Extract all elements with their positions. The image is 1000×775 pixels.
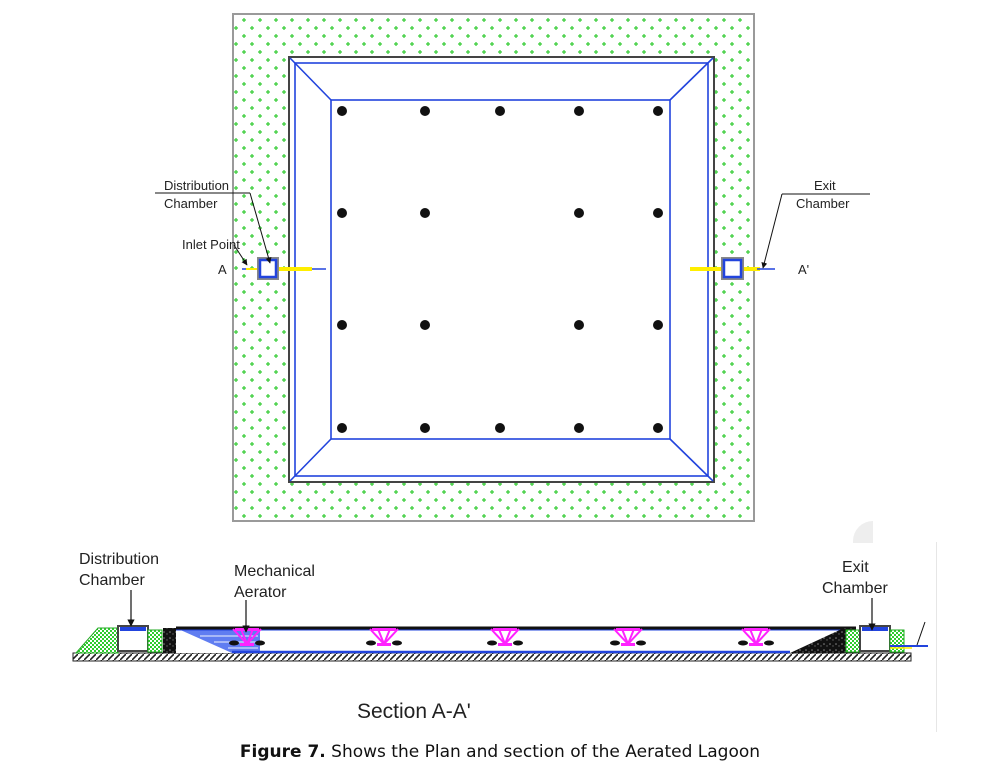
aerator-marker <box>495 423 505 433</box>
plan-label-distribution-1: Distribution <box>164 178 229 193</box>
aerator-marker <box>653 423 663 433</box>
plan-annotations: Distribution Chamber Inlet Point A Exit … <box>155 178 870 277</box>
aerator-marker <box>420 320 430 330</box>
aerator-marker <box>420 208 430 218</box>
section-label-aerator-2: Aerator <box>234 584 287 601</box>
aerator-marker <box>574 106 584 116</box>
aerator-marker <box>495 106 505 116</box>
aerator-marker <box>337 423 347 433</box>
aerator-marker <box>337 320 347 330</box>
aerator-marker <box>337 106 347 116</box>
aerator-marker <box>653 208 663 218</box>
aerator-marker <box>574 208 584 218</box>
plan-label-distribution-2: Chamber <box>164 196 218 211</box>
section-view: Distribution Chamber Mechanical Aerator … <box>72 551 928 723</box>
mechanical-aerator <box>366 628 402 646</box>
aerator-marker <box>337 208 347 218</box>
exit-chamber-plan <box>690 257 775 280</box>
plan-view: Distribution Chamber Inlet Point A Exit … <box>155 13 870 522</box>
right-slope <box>790 628 856 653</box>
left-embankment <box>74 627 119 654</box>
aerator-marker <box>653 320 663 330</box>
section-label-exit-2: Chamber <box>822 580 888 597</box>
caption-text: Shows the Plan and section of the Aerate… <box>325 742 761 762</box>
aerator-marker <box>420 106 430 116</box>
mechanical-aerator <box>738 628 774 646</box>
caption-prefix: Figure 7. <box>239 742 326 762</box>
lagoon-outer-edge <box>288 56 715 483</box>
section-title: Section A-A' <box>357 700 471 723</box>
plan-label-exit-2: Chamber <box>796 196 850 211</box>
aerator-marker <box>653 106 663 116</box>
aerator-marker <box>574 423 584 433</box>
aerator-grid <box>337 106 663 433</box>
slope-lines <box>289 57 714 482</box>
plan-label-section-a-prime: A' <box>798 262 809 277</box>
lagoon-bottom-edge <box>330 99 671 440</box>
ground-base <box>72 652 912 662</box>
section-label-distribution-2: Chamber <box>79 572 145 589</box>
plan-label-section-a: A <box>218 262 227 277</box>
page-decoration <box>853 521 873 543</box>
plan-label-exit-1: Exit <box>814 178 836 193</box>
section-label-distribution-1: Distribution <box>79 551 159 568</box>
figure-caption: Figure 7. Shows the Plan and section of … <box>0 742 1000 762</box>
section-label-exit-1: Exit <box>842 559 869 576</box>
section-distribution-chamber <box>117 625 163 653</box>
plan-label-inlet-point: Inlet Point <box>182 237 240 252</box>
aerator-marker <box>574 320 584 330</box>
section-annotations: Distribution Chamber Mechanical Aerator … <box>79 551 888 723</box>
mechanical-aerator <box>487 628 523 646</box>
aerator-marker <box>420 423 430 433</box>
mechanical-aerator <box>610 628 646 646</box>
section-exit-chamber <box>845 621 928 653</box>
page-divider <box>936 542 937 732</box>
section-label-aerator-1: Mechanical <box>234 563 315 580</box>
